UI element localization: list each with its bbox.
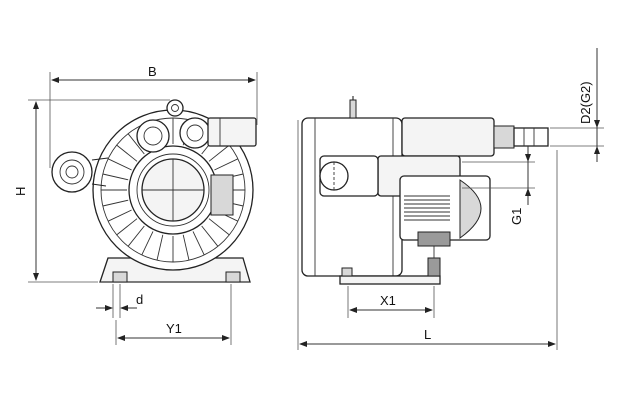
label-d: d [136, 292, 143, 307]
label-x1: X1 [380, 293, 396, 308]
housing-rib [127, 225, 145, 247]
dim-x1: X1 [347, 286, 435, 318]
label-l: L [424, 327, 431, 342]
outlet-nozzle [513, 127, 549, 147]
label-g1: G1 [509, 208, 524, 225]
housing-rib [141, 231, 154, 256]
inlet-port-front [51, 151, 93, 193]
housing-rib [107, 158, 132, 171]
housing-rib [208, 218, 230, 236]
label-b: B [148, 64, 157, 79]
housing-rib [107, 209, 132, 222]
side-base [339, 275, 441, 285]
dim-h: H [13, 99, 170, 283]
housing-rib [102, 199, 129, 207]
side-housing [301, 117, 403, 277]
housing-rib [208, 144, 230, 162]
outlet-silencer-front [207, 117, 257, 147]
front-view [51, 99, 257, 283]
side-view [301, 96, 549, 285]
housing-rib [116, 144, 138, 162]
label-h: H [13, 187, 28, 196]
dim-l: L [297, 120, 558, 350]
housing-rib [116, 218, 138, 236]
dim-d2g2: D2(G2) [550, 48, 604, 162]
outlet-silencer-side [401, 117, 495, 157]
housing-rib [201, 225, 219, 247]
housing-rib [102, 173, 129, 181]
dim-y1: Y1 [115, 284, 232, 345]
dim-b: B [49, 64, 258, 168]
housing-rib [192, 231, 205, 256]
housing-rib [214, 158, 239, 171]
dim-g1: G1 [462, 146, 535, 225]
housing-rib [182, 234, 190, 261]
housing-rib [156, 234, 164, 261]
dim-d: d [96, 284, 143, 318]
outlet-port-front [179, 117, 211, 149]
label-d2-g2: D2(G2) [578, 81, 593, 124]
label-y1: Y1 [166, 321, 182, 336]
lifting-eye [166, 99, 184, 117]
housing-rib [127, 133, 145, 155]
